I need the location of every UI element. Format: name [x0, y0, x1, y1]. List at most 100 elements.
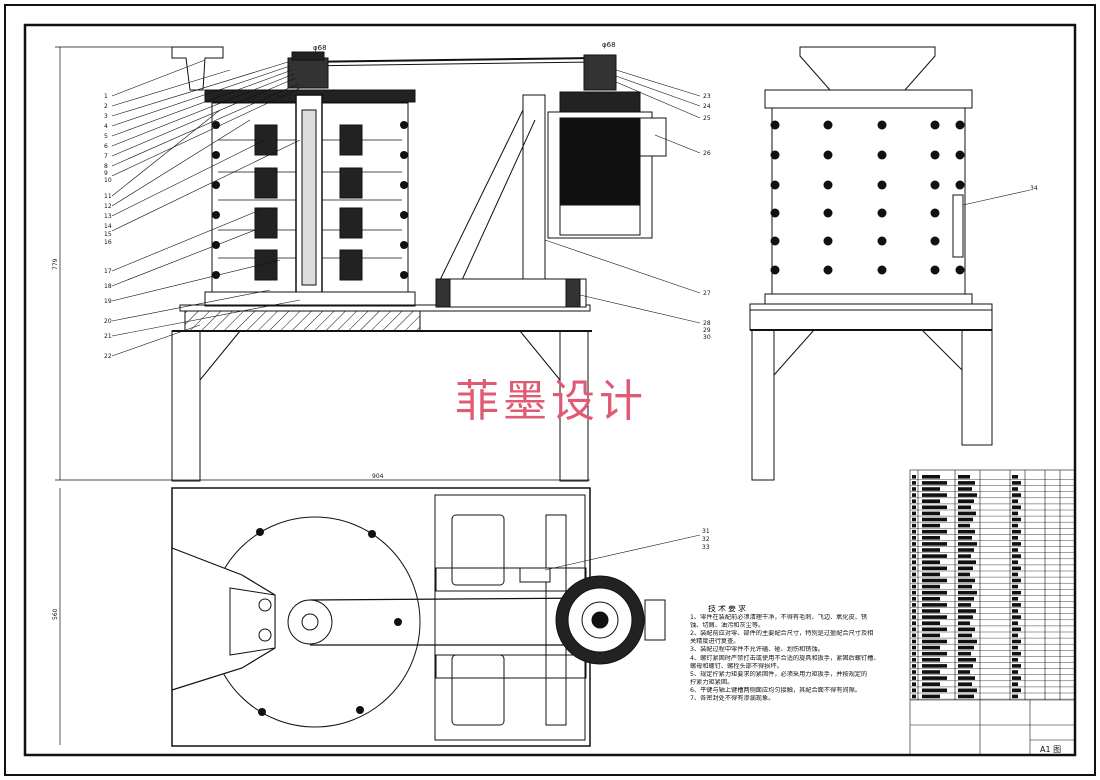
parts-list-cell	[922, 682, 940, 686]
parts-list-cell	[958, 621, 970, 625]
parts-list-rows	[910, 475, 1075, 700]
parts-list-cell	[922, 633, 940, 638]
parts-list-cell	[912, 523, 916, 528]
parts-list-cell	[912, 481, 916, 485]
parts-list-cell	[1012, 517, 1021, 522]
svg-text:17: 17	[104, 268, 112, 275]
watermark: 菲墨设计	[455, 376, 647, 427]
leader-lines-left	[111, 59, 301, 357]
parts-list-cell	[912, 651, 916, 656]
parts-list-cell	[1012, 584, 1018, 589]
parts-list-cell	[922, 529, 947, 534]
parts-list-cell	[912, 499, 916, 503]
parts-list-cell	[1012, 676, 1021, 680]
parts-list-cell	[922, 566, 947, 571]
svg-text:11: 11	[104, 193, 112, 200]
svg-text:9: 9	[104, 170, 108, 177]
parts-list-cell	[922, 475, 940, 479]
parts-list-cell	[1012, 529, 1021, 534]
parts-list-cell	[958, 651, 971, 656]
parts-list-cell	[1012, 499, 1018, 503]
parts-list-cell	[912, 682, 916, 686]
parts-list-cell	[912, 475, 916, 479]
parts-list-cell	[958, 481, 975, 485]
parts-list-cell	[958, 627, 975, 632]
parts-list-cell	[1012, 475, 1018, 479]
parts-list-cell	[922, 542, 947, 546]
parts-list-cell	[912, 487, 916, 491]
svg-text:12: 12	[104, 203, 112, 210]
parts-list-cell	[958, 554, 971, 558]
parts-list-cell	[912, 584, 916, 589]
parts-list-cell	[1012, 536, 1018, 540]
parts-list-cell	[922, 597, 940, 601]
svg-text:7: 7	[104, 153, 108, 160]
tech-note-line: 1、零件在装配前必须清理干净，不得有毛刺、飞边、氧化皮、锈	[690, 614, 868, 622]
parts-list-cell	[912, 633, 916, 638]
tech-note-line: 蚀、切屑、油污和灰尘等。	[690, 622, 765, 630]
plan-view	[171, 487, 701, 747]
parts-list-cell	[922, 511, 940, 516]
parts-list-cell	[922, 688, 947, 693]
parts-list-cell	[958, 572, 970, 577]
parts-list-cell	[1012, 572, 1018, 577]
svg-text:2: 2	[104, 103, 108, 110]
parts-list-cell	[958, 603, 971, 607]
parts-list-cell	[1012, 633, 1018, 638]
svg-text:14: 14	[104, 223, 112, 230]
svg-text:10: 10	[104, 177, 112, 184]
svg-text:32: 32	[702, 536, 710, 543]
svg-text:19: 19	[104, 298, 112, 305]
tech-note-line: 5、规定拧紧力矩要求的紧固件，必须采用力矩扳手，并按规定的	[690, 670, 868, 678]
dim-plan-depth: 560	[52, 608, 59, 620]
svg-text:1: 1	[104, 93, 108, 100]
svg-text:13: 13	[104, 213, 112, 220]
parts-list-cell	[912, 505, 916, 510]
parts-list-cell	[1012, 682, 1018, 686]
leader-labels-plan: 31 32 33	[702, 528, 710, 551]
parts-list-cell	[1012, 554, 1021, 558]
svg-text:28: 28	[703, 320, 711, 327]
parts-list-cell	[1012, 658, 1018, 662]
parts-list-cell	[922, 560, 940, 564]
parts-list-cell	[912, 536, 916, 540]
parts-list-cell	[958, 676, 975, 680]
parts-list-cell	[958, 645, 974, 650]
parts-list-cell	[922, 578, 947, 583]
svg-text:31: 31	[702, 528, 710, 535]
parts-list-cell	[912, 560, 916, 564]
parts-list-cell	[912, 688, 916, 693]
parts-list-cell	[958, 536, 972, 540]
front-view	[171, 46, 667, 482]
parts-list-cell	[922, 658, 940, 662]
parts-list-cell	[958, 609, 976, 613]
svg-text:21: 21	[104, 333, 112, 340]
dim-top-width-right: φ68	[602, 41, 616, 49]
parts-list-cell	[1012, 639, 1021, 644]
dim-front-total-width: 904	[372, 473, 384, 480]
parts-list-cell	[958, 590, 977, 595]
parts-list-cell	[922, 493, 947, 497]
parts-list-cell	[912, 542, 916, 546]
dim-top-width: φ68	[313, 44, 327, 52]
parts-list-cell	[958, 560, 976, 564]
parts-list-cell	[912, 609, 916, 613]
tech-note-line: 螺母和螺钉、螺栓头部不得损坏。	[690, 662, 783, 670]
parts-list-cell	[912, 493, 916, 497]
parts-list-cell	[912, 511, 916, 516]
parts-list-cell	[912, 554, 916, 558]
parts-list-cell	[912, 517, 916, 522]
parts-list-cell	[958, 529, 975, 534]
parts-list-cell	[922, 615, 947, 619]
technical-requirements-title: 技术要求	[708, 605, 748, 613]
parts-list-cell	[912, 597, 916, 601]
side-view	[749, 46, 1031, 481]
leader-labels-left: 1 2 3 4 5 6 7 8 9 10 11 12 13 14 15 16 1…	[104, 93, 112, 360]
parts-list-cell	[1012, 615, 1021, 619]
parts-list-cell	[958, 475, 970, 479]
tech-note-line: 关精度进行复查。	[690, 638, 740, 646]
parts-list-cell	[912, 670, 916, 674]
technical-requirements: 技术要求 1、零件在装配前必须清理干净，不得有毛刺、飞边、氧化皮、锈 蚀、切屑、…	[690, 605, 900, 703]
parts-list-cell	[958, 487, 972, 491]
svg-text:24: 24	[703, 103, 711, 110]
